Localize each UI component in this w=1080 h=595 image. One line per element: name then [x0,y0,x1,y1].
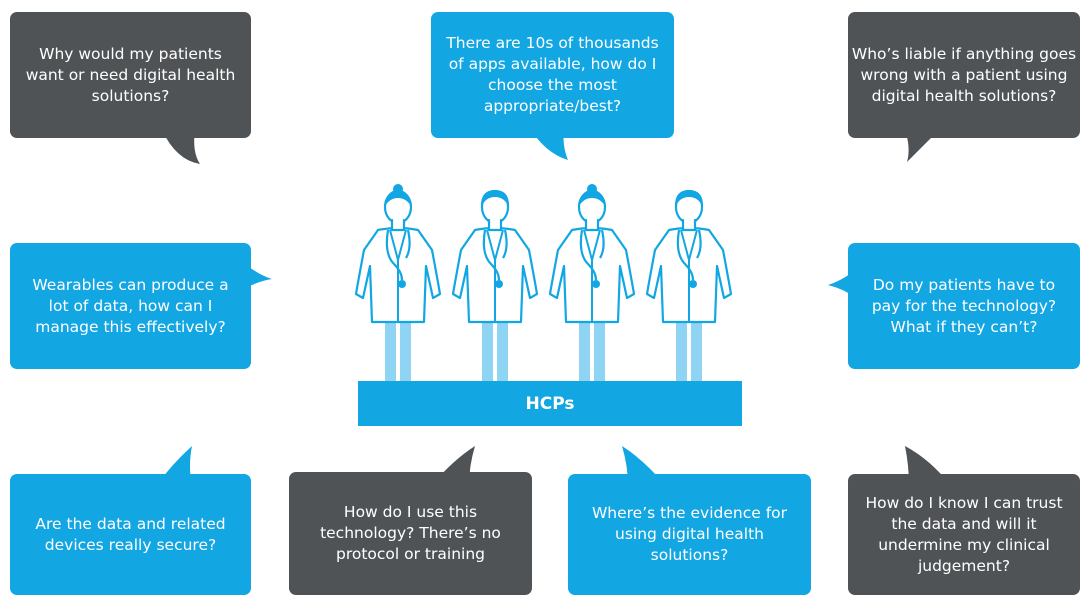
question-text: Are the data and related devices really … [35,514,226,554]
bubble-tail-q1 [162,130,200,164]
hcp-female-figure [354,184,442,381]
question-bubble-security: Are the data and related devices really … [10,474,251,595]
question-text: How do I know I can trust the data and w… [865,493,1063,575]
question-text: Who’s liable if anything goes wrong with… [851,44,1077,105]
question-text: Do my patients have to pay for the techn… [871,275,1057,336]
question-text: There are 10s of thousands of apps avail… [446,34,659,115]
question-bubble-training: How do I use this technology? There’s no… [289,472,532,595]
bubble-tail-q3 [905,130,939,162]
hcp-male-figure [451,189,539,381]
question-text: Where’s the evidence for using digital h… [591,504,788,564]
question-bubble-choose-apps: There are 10s of thousands of apps avail… [431,12,674,138]
question-bubble-evidence: Where’s the evidence for using digital h… [568,474,811,595]
question-bubble-cost: Do my patients have to pay for the techn… [848,243,1080,369]
question-text: Wearables can produce a lot of data, how… [32,275,229,336]
hcp-platform: HCPs [358,381,742,426]
question-text: How do I use this technology? There’s no… [320,503,501,563]
hcp-male-figure [645,189,733,381]
question-text: Why would my patients want or need digit… [25,44,236,105]
question-bubble-manage-data: Wearables can produce a lot of data, how… [10,243,251,369]
question-bubble-liability: Who’s liable if anything goes wrong with… [848,12,1080,138]
platform-label: HCPs [525,393,575,414]
hcp-figures-group [354,184,733,381]
question-bubble-trust-data: How do I know I can trust the data and w… [848,474,1080,595]
question-bubble-patient-need: Why would my patients want or need digit… [10,12,251,138]
hcp-female-figure [548,184,636,381]
